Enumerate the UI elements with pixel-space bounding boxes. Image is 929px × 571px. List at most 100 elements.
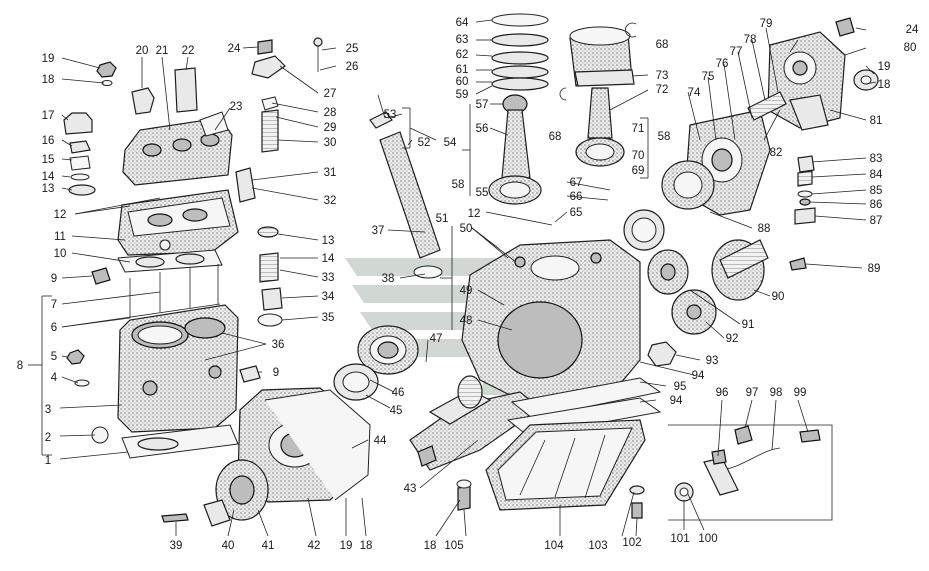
callout-105: 105 [444, 540, 463, 552]
callout-17: 17 [42, 110, 55, 122]
callout-29: 29 [324, 122, 337, 134]
timing-bearing [661, 160, 715, 210]
callout-14a: 14 [42, 171, 55, 183]
callout-76: 76 [716, 58, 729, 70]
connecting-rod-right [575, 87, 625, 167]
callout-100: 100 [698, 533, 717, 545]
timing-gear-large [711, 239, 769, 301]
callout-8: 8 [17, 360, 23, 372]
callout-88: 88 [758, 223, 771, 235]
callout-92: 92 [726, 333, 739, 345]
callout-3: 3 [45, 404, 51, 416]
callout-103: 103 [588, 540, 607, 552]
callout-58b: 58 [658, 131, 671, 143]
callout-68a: 68 [656, 39, 669, 51]
callout-16: 16 [42, 135, 55, 147]
oil-pan [485, 419, 646, 511]
gear-small-lower [671, 289, 717, 335]
callout-22: 22 [182, 45, 195, 57]
callout-64: 64 [456, 17, 469, 29]
callout-102: 102 [622, 537, 641, 549]
piston-rings [491, 13, 549, 91]
callout-38: 38 [382, 273, 395, 285]
callout-81: 81 [870, 115, 883, 127]
cylinder-head [117, 189, 239, 256]
side-cover [767, 31, 846, 131]
callout-97: 97 [746, 387, 759, 399]
callout-18b: 18 [878, 79, 891, 91]
callout-69: 69 [632, 165, 645, 177]
callout-77: 77 [730, 46, 743, 58]
callout-67: 67 [570, 177, 583, 189]
drive-flange [203, 459, 269, 527]
callout-82: 82 [770, 147, 783, 159]
callout-19a: 19 [42, 53, 55, 65]
gear-ring [623, 209, 665, 251]
callout-46: 46 [392, 387, 405, 399]
callout-96: 96 [716, 387, 729, 399]
callout-65: 65 [570, 207, 583, 219]
callout-84: 84 [870, 169, 883, 181]
connecting-rod-left [488, 94, 542, 205]
callout-28: 28 [324, 107, 337, 119]
callout-61: 61 [456, 64, 469, 76]
callout-36: 36 [272, 339, 285, 351]
small-left-parts [63, 61, 261, 444]
nut-hex [647, 341, 677, 367]
studs [129, 264, 219, 318]
callout-101: 101 [670, 533, 689, 545]
callout-6: 6 [51, 322, 57, 334]
callout-56: 56 [476, 123, 489, 135]
rocker-cover [122, 111, 233, 186]
drain-parts [456, 479, 645, 519]
callout-53: 53 [384, 109, 397, 121]
callout-7: 7 [51, 299, 57, 311]
callout-12a: 12 [54, 209, 67, 221]
callout-89: 89 [868, 263, 881, 275]
circlips [559, 22, 637, 101]
piston [569, 26, 635, 87]
callout-66: 66 [570, 191, 583, 203]
callout-32: 32 [324, 195, 337, 207]
crankcase [461, 239, 641, 401]
callout-37: 37 [372, 225, 385, 237]
leader-lines [59, 19, 877, 537]
callout-25: 25 [346, 43, 359, 55]
callout-72: 72 [656, 84, 669, 96]
callout-99: 99 [794, 387, 807, 399]
callout-94a: 94 [692, 370, 705, 382]
gear-small-upper [647, 249, 689, 295]
callout-51: 51 [436, 213, 449, 225]
starter-shaft [369, 94, 443, 279]
head-gasket [117, 249, 223, 273]
callout-85: 85 [870, 185, 883, 197]
callout-13b: 13 [322, 235, 335, 247]
callout-14b: 14 [322, 253, 335, 265]
callout-42: 42 [308, 540, 321, 552]
callout-19c: 19 [340, 540, 353, 552]
callout-104: 104 [544, 540, 564, 552]
callout-5: 5 [51, 351, 57, 363]
callout-18d: 18 [424, 540, 437, 552]
cylinder-block [117, 304, 239, 433]
callout-48: 48 [460, 315, 473, 327]
callout-15: 15 [42, 154, 55, 166]
callout-20: 20 [136, 45, 149, 57]
callout-4: 4 [51, 372, 58, 384]
callout-80: 80 [904, 42, 917, 54]
base-gasket [121, 424, 239, 459]
callout-93: 93 [706, 355, 719, 367]
callout-10: 10 [54, 248, 67, 260]
callout-33: 33 [322, 272, 335, 284]
callout-11: 11 [54, 231, 66, 243]
shaft-spring [747, 91, 787, 121]
callout-83: 83 [870, 153, 883, 165]
callout-43: 43 [404, 483, 417, 495]
callout-68b: 68 [549, 131, 562, 143]
callout-63: 63 [456, 34, 469, 46]
callout-59: 59 [456, 89, 469, 101]
callout-94b: 94 [670, 395, 683, 407]
crankshaft [409, 375, 542, 471]
callout-24a: 24 [228, 43, 241, 55]
